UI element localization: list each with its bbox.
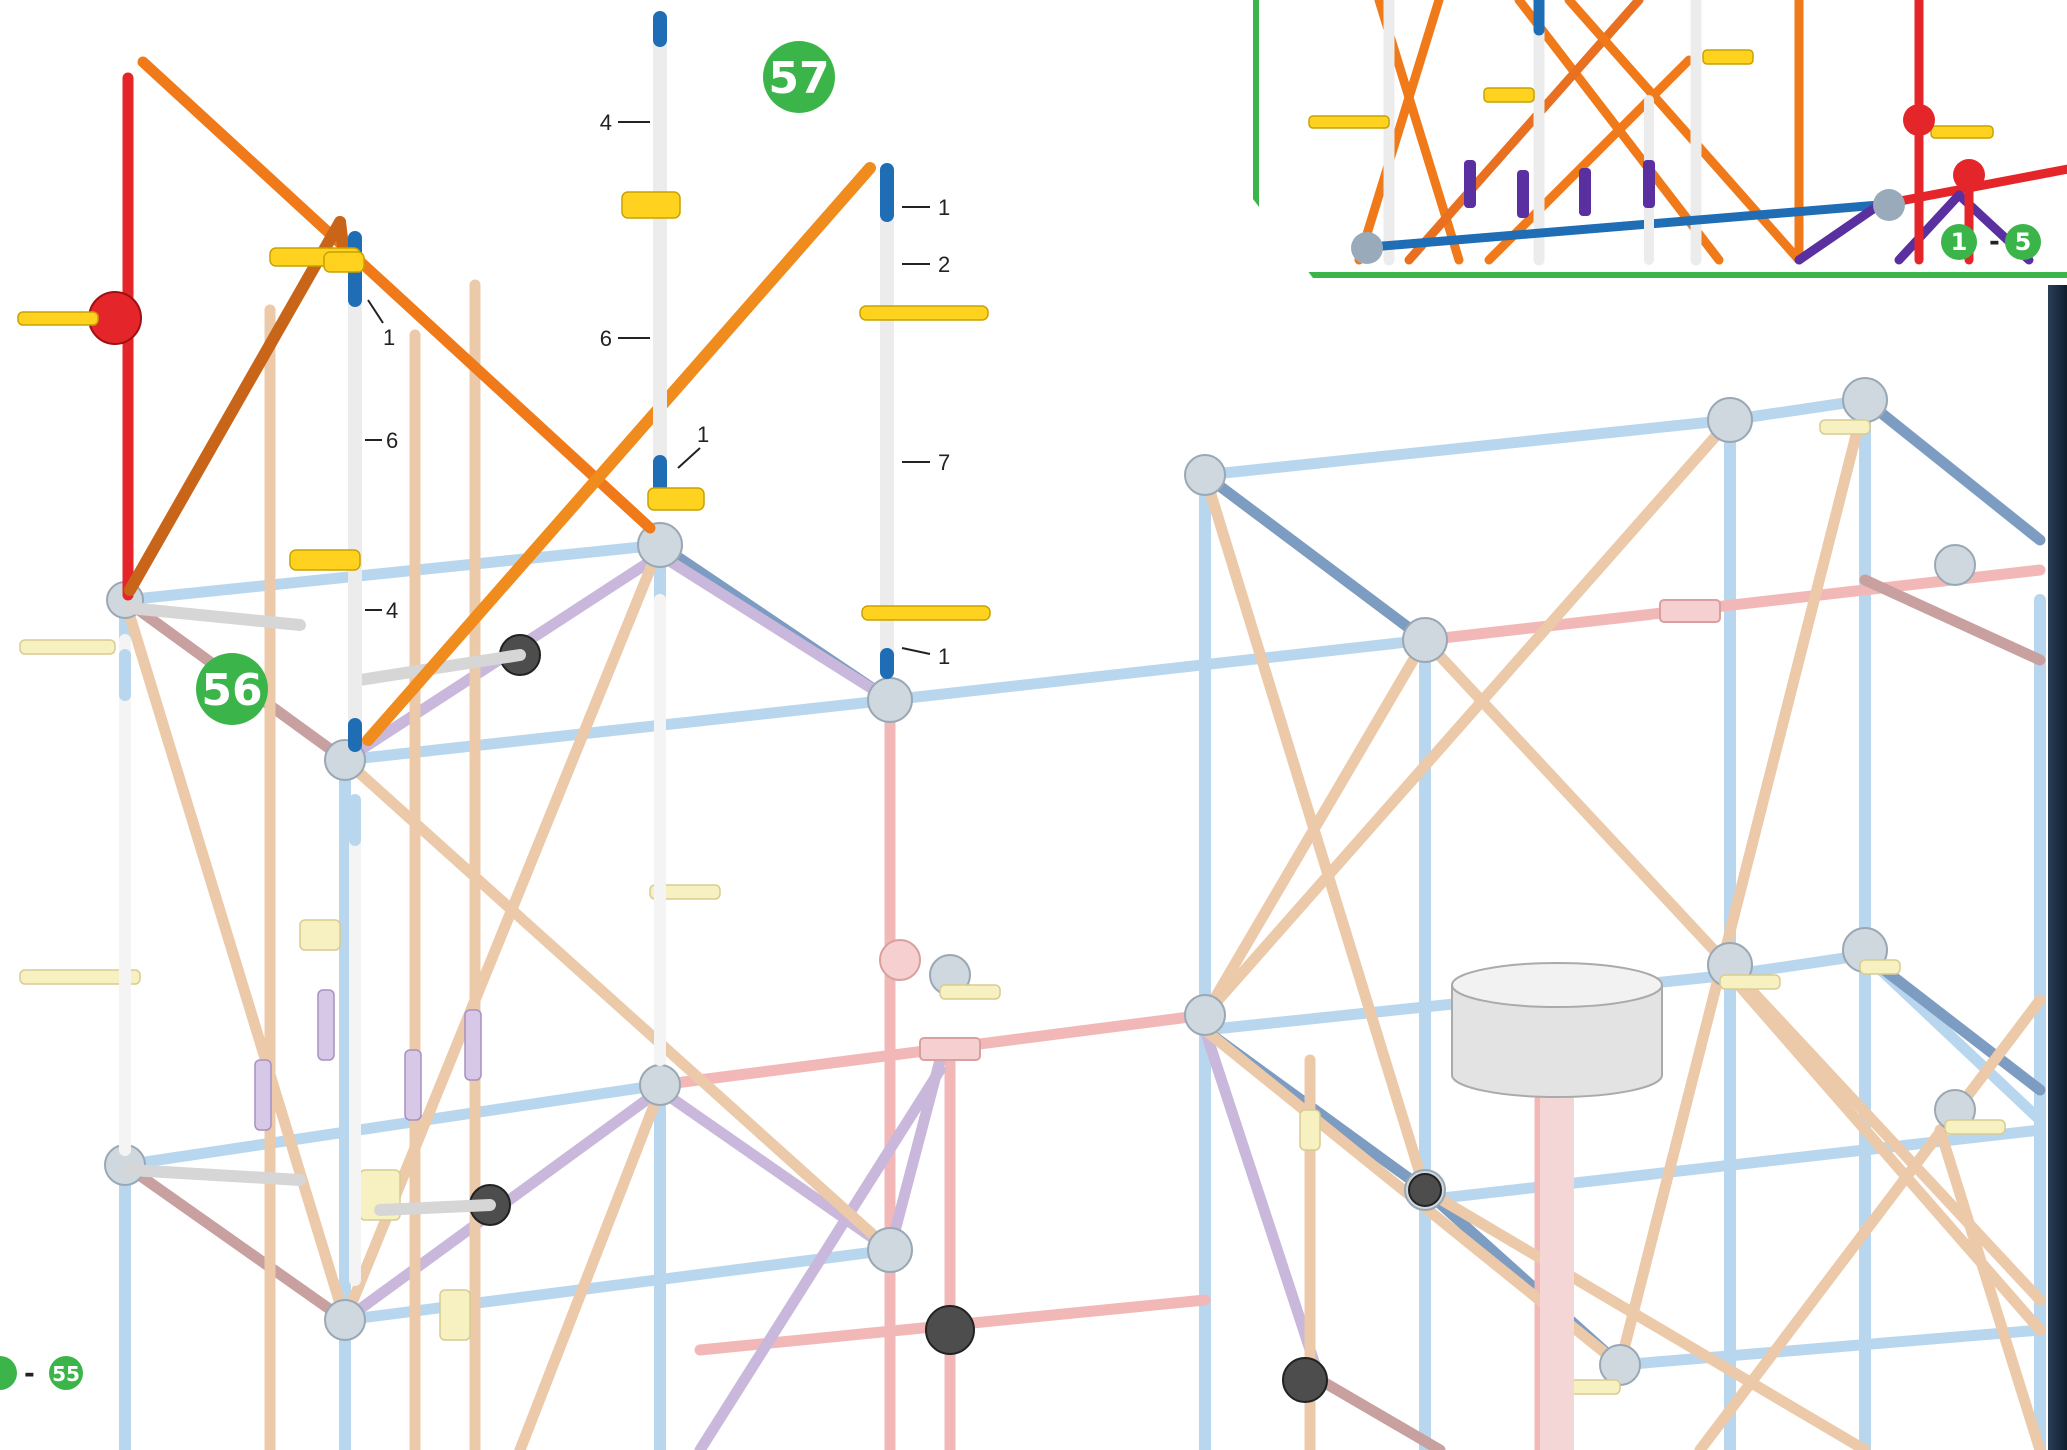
ghost-cylinder [1451,962,1663,1450]
inset-range-start-badge [1941,224,1977,260]
step-57-number: 57 [768,53,829,104]
callout-b1: 1 [938,195,950,220]
step-56-badge: 56 [196,653,268,725]
footer-range-dash: - [24,1359,35,1389]
yellow-clips [269,191,991,621]
footer-range-end-badge [49,1356,83,1390]
new-parts [17,11,991,1286]
callout-b2: 2 [938,252,950,277]
callout-b4: 1 [938,644,950,669]
inset-range-dash: - [1989,227,2000,257]
callout-b3: 7 [938,450,950,475]
ghost-frame [19,279,2046,1450]
callout-c3: 4 [386,598,398,623]
right-edge-panel [2048,285,2067,1450]
step-56-number: 56 [201,665,262,716]
inset-preview-frame: 1 - 5 [1253,0,2067,278]
callout-d1: 1 [697,422,709,447]
footer-range-end: 55 [52,1362,80,1386]
step-57-badge: 57 [763,41,835,113]
inset-model-view: 1 - 5 [1308,0,2067,266]
footer-range-start-badge [0,1356,17,1390]
inset-range-end: 5 [2015,228,2032,256]
footer-step-range: - 55 [0,1356,83,1390]
callout-c2: 6 [386,428,398,453]
callout-c1: 1 [383,325,395,350]
callout-a1: 4 [600,110,612,135]
inset-range-end-badge [2005,224,2041,260]
yellow-clip [17,311,99,326]
callouts [365,121,931,655]
inset-range-start: 1 [1951,228,1968,256]
callout-a2: 6 [600,326,612,351]
